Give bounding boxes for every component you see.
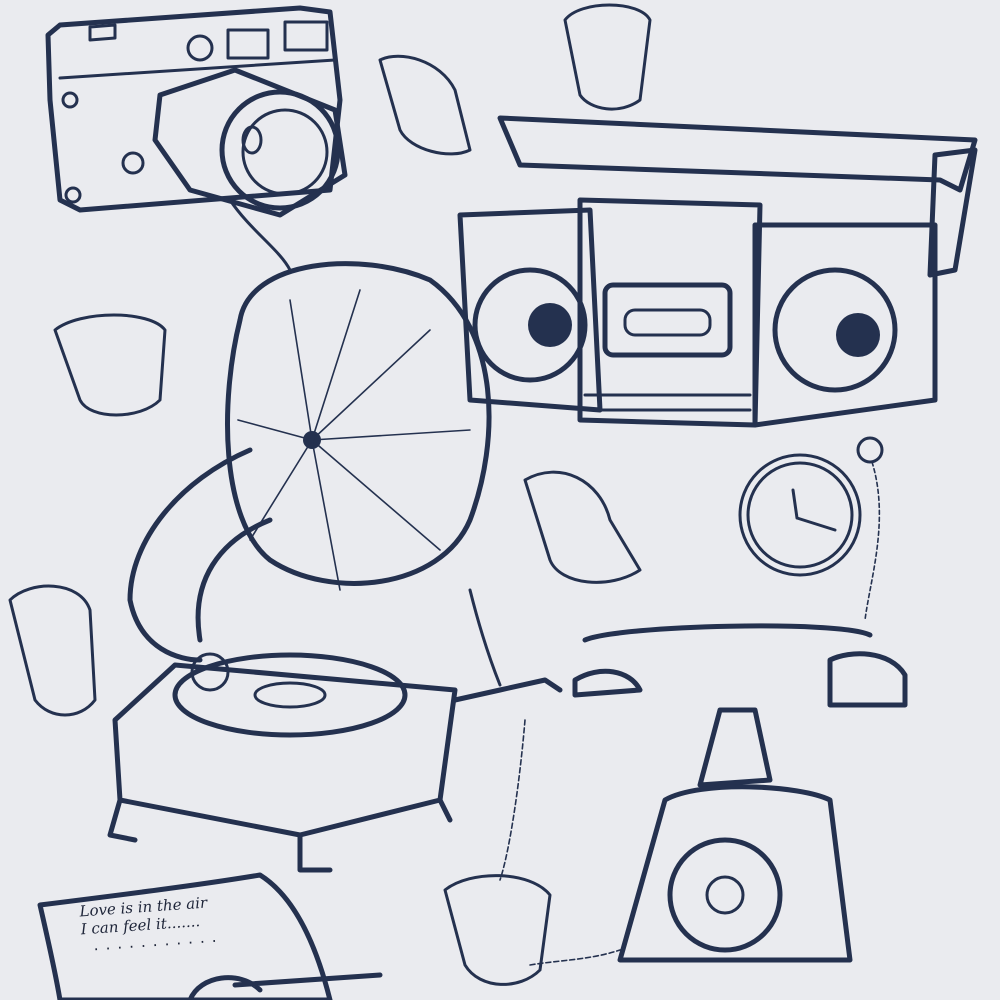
gramophone-illustration — [107, 261, 563, 873]
bellflowers-illustration — [8, 3, 652, 986]
note-paper-illustration — [37, 872, 383, 1000]
boombox-illustration — [457, 115, 978, 428]
telephone-illustration — [499, 623, 908, 966]
pocket-watch-illustration — [738, 436, 884, 621]
camera-illustration — [45, 5, 348, 218]
